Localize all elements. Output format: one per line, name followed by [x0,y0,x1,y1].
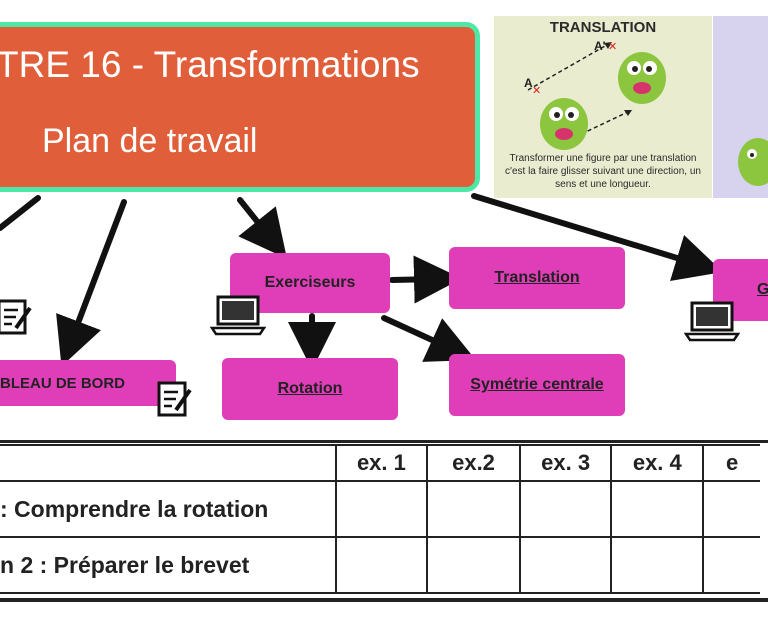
table-row: : Comprendre la rotation [0,480,760,538]
svg-text:✕: ✕ [608,41,617,53]
table-row-label: : Comprendre la rotation [0,480,337,538]
notepad-icon [157,381,192,417]
exercise-table: ex. 1 ex.2 ex. 3 ex. 4 e : Comprendre la… [0,444,760,594]
table-cell[interactable] [518,536,613,594]
table-cell[interactable] [518,480,613,538]
page-subtitle: Plan de travail [42,122,258,160]
translation-node[interactable]: Translation [449,247,625,309]
table-cell[interactable] [334,480,429,538]
monster-icon [618,52,666,104]
table-cell[interactable] [702,480,760,538]
table-header-cell: ex.2 [426,444,521,482]
point-a-label: A [524,76,533,90]
table-row: n 2 : Préparer le brevet [0,536,760,594]
table-header-cell [0,444,337,482]
tableau-de-bord-node[interactable]: BLEAU DE BORD [0,360,176,406]
table-cell[interactable] [426,480,521,538]
laptop-icon [210,295,266,336]
table-header-row: ex. 1 ex.2 ex. 3 ex. 4 e [0,444,760,482]
table-header-cell: ex. 1 [334,444,429,482]
monster-icon [540,98,588,150]
card-caption: Transformer une figure par une translati… [505,153,701,190]
table-bottom-rule [0,598,768,602]
table-cell[interactable] [426,536,521,594]
table-header-cell: ex. 3 [518,444,613,482]
title-box [0,22,480,192]
table-cell[interactable] [610,480,705,538]
table-cell[interactable] [334,536,429,594]
table-cell[interactable] [702,536,760,594]
mindmap-arrows [0,193,723,370]
table-row-label: n 2 : Préparer le brevet [0,536,337,594]
laptop-icon [684,301,740,342]
table-header-cell: ex. 4 [610,444,705,482]
symetrie-centrale-node[interactable]: Symétrie centrale [449,354,625,416]
monster-icon [738,138,768,186]
translation-illustration: A A' ✕ ✕ [524,39,666,150]
page-title: TRE 16 - Transformations [0,44,420,85]
rotation-node[interactable]: Rotation [222,358,398,420]
notepad-icon [0,299,32,335]
table-top-rule [0,440,768,443]
table-header-cell: e [702,444,760,482]
table-cell[interactable] [610,536,705,594]
svg-text:✕: ✕ [532,85,541,97]
point-a-prime-label: A' [594,39,606,53]
card-title: TRANSLATION [549,19,657,36]
